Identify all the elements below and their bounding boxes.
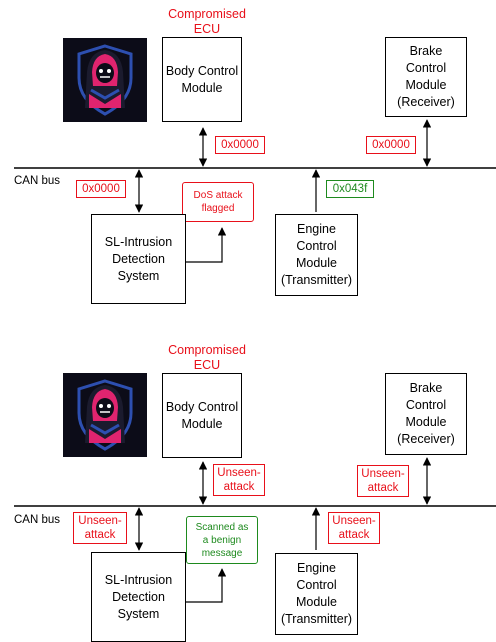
ids-note-arrow	[185, 227, 227, 263]
bcm-message-tag: 0x0000	[215, 136, 265, 154]
brake-message-tag: Unseen- attack	[357, 465, 409, 497]
brake-control-module: Brake Control Module (Receiver)	[385, 37, 467, 117]
engine-control-module: Engine Control Module (Transmitter)	[275, 553, 358, 635]
bottom-scenario-panel: Compromised ECU Body Control Module Brak…	[0, 340, 496, 642]
ids-note-arrow	[185, 568, 227, 603]
ecm-message-tag: Unseen- attack	[328, 512, 380, 544]
brake-control-module: Brake Control Module (Receiver)	[385, 373, 467, 455]
intrusion-detection-system: SL-Intrusion Detection System	[91, 214, 186, 304]
bcm-message-tag: Unseen- attack	[213, 464, 265, 496]
ids-message-tag: Unseen- attack	[73, 512, 127, 544]
ids-message-tag: 0x0000	[76, 180, 126, 198]
compromised-ecu-label: Compromised ECU	[168, 7, 246, 36]
can-bus-label: CAN bus	[14, 175, 61, 187]
body-control-module: Body Control Module	[162, 37, 242, 122]
ecm-message-tag: 0x043f	[326, 180, 374, 198]
ids-alert-note: DoS attack flagged	[182, 182, 254, 222]
body-control-module: Body Control Module	[162, 373, 242, 458]
can-bus-label: CAN bus	[14, 514, 61, 526]
compromised-ecu-label: Compromised ECU	[168, 343, 246, 372]
top-scenario-panel: Compromised ECU Body Control Module Brak…	[0, 0, 496, 304]
hooded-hacker-icon	[63, 38, 147, 122]
bottom-connections	[14, 457, 496, 603]
brake-message-tag: 0x0000	[366, 136, 416, 154]
ids-benign-note: Scanned as a benign message	[186, 516, 258, 564]
top-connections	[14, 119, 496, 263]
intrusion-detection-system: SL-Intrusion Detection System	[91, 552, 186, 642]
engine-control-module: Engine Control Module (Transmitter)	[275, 214, 358, 296]
hooded-hacker-icon	[63, 373, 147, 457]
